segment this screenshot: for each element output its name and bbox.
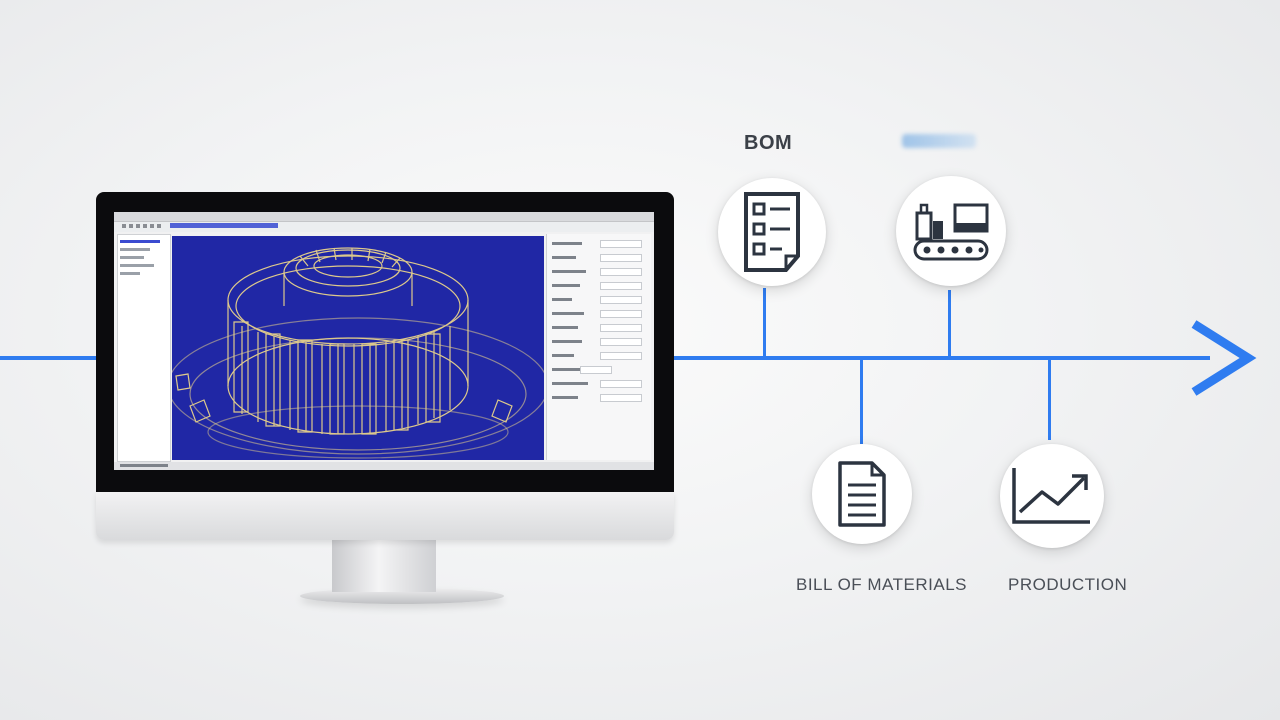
property-label: [552, 368, 582, 371]
growth-chart-icon: [1012, 468, 1090, 524]
property-label: [552, 354, 574, 357]
cad-toolbar-text: [170, 223, 278, 228]
property-field[interactable]: [600, 282, 642, 290]
monitor-chin: [96, 492, 674, 540]
status-text: [120, 464, 168, 467]
property-field[interactable]: [600, 338, 642, 346]
property-field[interactable]: [600, 310, 642, 318]
branch-connector-production-line: [948, 290, 951, 358]
step-label-production: PRODUCTION: [1008, 575, 1128, 594]
conveyor-factory-icon: [913, 203, 989, 261]
gear-wireframe-icon: [172, 247, 544, 459]
property-field[interactable]: [600, 296, 642, 304]
property-label: [552, 326, 578, 329]
tree-row: [120, 240, 160, 243]
checklist-icon: [744, 192, 800, 272]
branch-connector-bill-of-materials: [860, 358, 863, 444]
cad-3d-viewport[interactable]: [172, 236, 544, 460]
property-label: [552, 312, 584, 315]
property-label: [552, 256, 576, 259]
cad-screen: [114, 212, 654, 470]
property-field[interactable]: [600, 254, 642, 262]
property-label: [552, 270, 586, 273]
cad-toolbar: [114, 222, 654, 232]
property-field[interactable]: [580, 366, 612, 374]
property-field[interactable]: [600, 352, 642, 360]
cad-model-tree-panel: [117, 234, 171, 462]
tree-row: [120, 264, 154, 267]
step-node-production: [1000, 444, 1104, 548]
cad-statusbar: [114, 462, 654, 470]
branch-connector-production: [1048, 358, 1051, 440]
step-node-bill-of-materials: [812, 444, 912, 544]
cad-titlebar: [114, 212, 654, 222]
step-label-bom: BOM: [744, 132, 793, 154]
property-label: [552, 284, 580, 287]
monitor-foot: [300, 588, 504, 604]
property-label: [552, 382, 588, 385]
property-label: [552, 396, 578, 399]
step-label-bill-of-materials: BILL OF MATERIALS: [796, 575, 967, 594]
blurred-step-label: [902, 134, 976, 148]
branch-connector-bom: [763, 288, 766, 358]
timeline-arrowhead-icon: [1191, 320, 1257, 396]
step-node-bom: [718, 178, 826, 286]
property-field[interactable]: [600, 394, 642, 402]
tree-row: [120, 248, 150, 251]
property-field[interactable]: [600, 380, 642, 388]
property-label: [552, 340, 582, 343]
property-field[interactable]: [600, 268, 642, 276]
step-node-production-line: [896, 176, 1006, 286]
property-label: [552, 242, 582, 245]
property-field[interactable]: [600, 324, 642, 332]
tree-row: [120, 256, 144, 259]
monitor-neck: [332, 540, 436, 592]
property-field[interactable]: [600, 240, 642, 248]
tree-row: [120, 272, 140, 275]
document-icon: [838, 461, 886, 527]
property-label: [552, 298, 572, 301]
cad-toolbar-icons: [122, 224, 162, 228]
